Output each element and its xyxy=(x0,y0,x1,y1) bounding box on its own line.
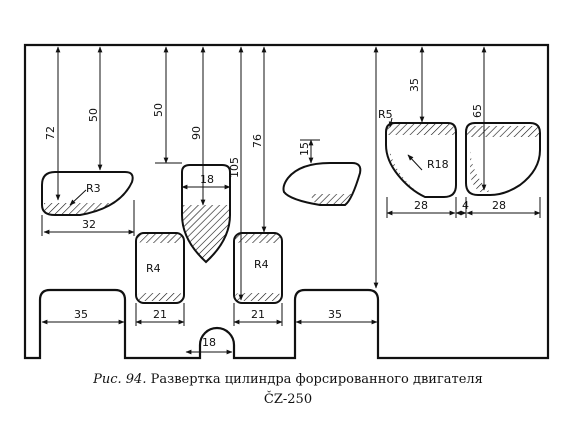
center-teardrop-port xyxy=(181,164,231,264)
left-port xyxy=(41,171,134,216)
right-port-a xyxy=(385,122,457,198)
caption-text: Развертка цилиндра форсированного двигат… xyxy=(150,372,483,387)
dim-65: 65 xyxy=(471,104,484,118)
radius-r4-left: R4 xyxy=(146,262,161,275)
radius-r3: R3 xyxy=(86,182,101,195)
caption-model: ČZ-250 xyxy=(263,392,313,407)
dim-18-bottom: 18 xyxy=(202,336,216,349)
middle-slanted-port xyxy=(282,162,362,206)
dim-35-left: 35 xyxy=(74,308,88,321)
dim-21-right: 21 xyxy=(251,308,265,321)
dim-90: 90 xyxy=(190,126,203,140)
dim-105: 105 xyxy=(228,157,241,178)
dim-72: 72 xyxy=(44,126,57,140)
dim-18-top: 18 xyxy=(200,173,214,186)
dimension-labels: 72 50 50 90 105 76 15 35 65 xyxy=(44,78,484,178)
dim-21-left: 21 xyxy=(153,308,167,321)
horizontal-labels: R5 R3 32 18 R18 28 4 28 R4 R4 21 21 35 3… xyxy=(74,108,506,349)
dim-28-a: 28 xyxy=(414,199,428,212)
radius-r4-right: R4 xyxy=(254,258,269,271)
dim-15: 15 xyxy=(298,142,311,156)
dim-32: 32 xyxy=(82,218,96,231)
right-port-b xyxy=(465,122,541,196)
dim-50-left: 50 xyxy=(87,108,100,122)
figure-caption: Рис. 94. Развертка цилиндра форсированно… xyxy=(0,372,576,387)
dim-4: 4 xyxy=(462,199,469,212)
cylinder-outline xyxy=(23,43,550,360)
dim-50-center: 50 xyxy=(152,103,165,117)
lower-right-port xyxy=(233,232,283,304)
dim-35-right: 35 xyxy=(328,308,342,321)
dimension-lines xyxy=(41,46,541,355)
figure-number: Рис. 94. xyxy=(93,372,147,387)
radius-r5: R5 xyxy=(378,108,393,121)
dim-28-b: 28 xyxy=(492,199,506,212)
dim-35-top: 35 xyxy=(408,78,421,92)
radius-r18: R18 xyxy=(427,158,449,171)
dim-76: 76 xyxy=(251,134,264,148)
lower-left-port xyxy=(135,232,185,304)
